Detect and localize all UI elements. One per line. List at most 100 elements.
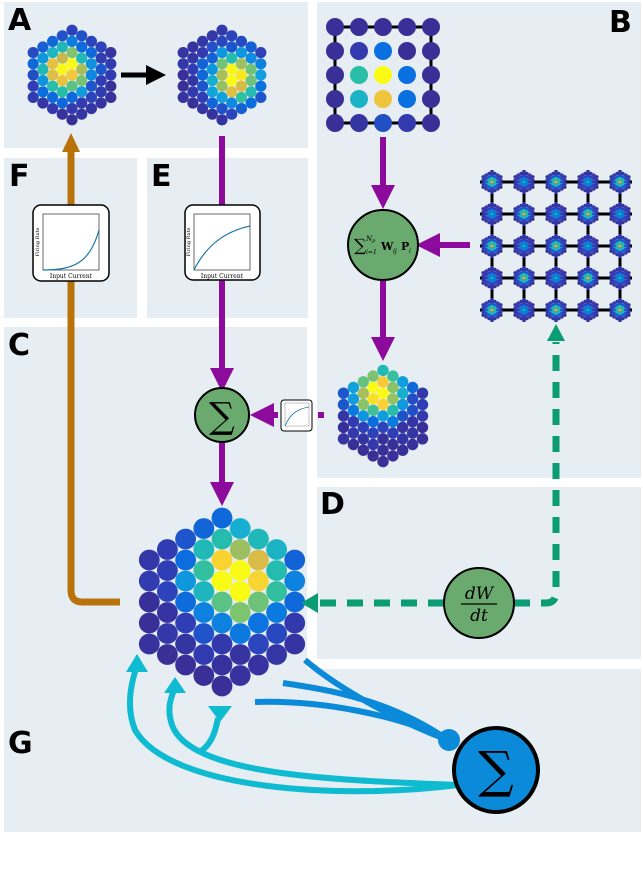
tile-neuron (548, 315, 552, 319)
neuron (211, 549, 233, 571)
neuron (416, 433, 429, 445)
tile-neuron (624, 276, 628, 280)
tile-neuron (551, 313, 555, 317)
tile-neuron (612, 187, 616, 191)
tile-neuron (496, 283, 500, 287)
tile-neuron (615, 242, 619, 247)
tile-neuron (522, 266, 526, 270)
tile-neuron (612, 180, 616, 184)
neuron (76, 86, 88, 98)
neuron (177, 58, 189, 70)
neuron (197, 91, 209, 103)
tile-neuron (589, 306, 593, 311)
tile-neuron (513, 210, 517, 215)
tile-neuron (487, 274, 491, 279)
tile-neuron (516, 183, 520, 188)
tile-neuron (484, 283, 488, 287)
neuron (226, 41, 238, 53)
hex-tile-array (480, 170, 632, 323)
neuron (187, 63, 199, 75)
neuron (248, 612, 269, 634)
tile-neuron (481, 242, 486, 247)
tile-neuron (490, 286, 494, 291)
tile-neuron (490, 308, 494, 312)
neuron (95, 52, 107, 64)
tile-neuron (513, 239, 517, 243)
tile-neuron (589, 309, 593, 314)
tile-neuron (548, 244, 552, 248)
neuron (357, 444, 369, 456)
tile-neuron (493, 252, 497, 257)
neuron (157, 602, 178, 623)
tile-neuron (554, 222, 558, 226)
neuron (387, 404, 399, 416)
tile-neuron (499, 185, 503, 189)
tile-neuron (621, 220, 625, 225)
tile-neuron (528, 240, 532, 245)
tile-neuron (583, 303, 587, 307)
tile-neuron (548, 173, 552, 177)
tile-neuron (615, 303, 619, 307)
tile-neuron (531, 239, 535, 243)
tile-neuron (513, 175, 517, 179)
tile-neuron (522, 244, 526, 248)
tile-neuron (496, 311, 500, 316)
neuron (367, 438, 379, 451)
tile-neuron (493, 213, 497, 218)
tile-neuron (609, 309, 613, 314)
tile-neuron (583, 313, 587, 317)
tile-neuron (589, 235, 593, 240)
tile-neuron (624, 237, 628, 241)
tile-neuron (519, 313, 523, 317)
tile-neuron (531, 181, 535, 186)
tile-neuron (609, 185, 613, 189)
tile-neuron (589, 239, 593, 243)
tile-neuron (580, 183, 584, 188)
tile-neuron (490, 244, 494, 248)
tile-neuron (618, 240, 622, 245)
tile-neuron (548, 247, 552, 252)
input-cell (398, 66, 416, 84)
tile-neuron (624, 251, 628, 255)
tile-neuron (548, 311, 552, 316)
tile-neuron (519, 239, 523, 243)
neuron (245, 52, 257, 64)
tile-neuron (531, 277, 535, 282)
tile-neuron (563, 245, 567, 250)
tile-neuron (621, 203, 625, 208)
tile-neuron (595, 303, 599, 307)
tile-neuron (624, 173, 628, 177)
tile-neuron (499, 303, 503, 307)
neuron (245, 86, 257, 98)
neuron (138, 633, 160, 655)
tile-neuron (551, 235, 555, 240)
tile-neuron (545, 309, 549, 314)
neuron (211, 570, 233, 592)
tile-neuron (589, 284, 593, 289)
tile-neuron (481, 178, 486, 183)
tile-neuron (621, 309, 625, 314)
neuron (337, 398, 350, 411)
tile-neuron (560, 315, 564, 319)
neuron (197, 80, 209, 92)
neuron (416, 410, 429, 422)
tile-neuron (557, 242, 561, 247)
tile-neuron (586, 318, 590, 323)
sum-symbol-g: ∑ (478, 741, 514, 799)
tile-neuron (592, 208, 596, 213)
tile-neuron (557, 239, 561, 243)
tile-neuron (493, 249, 497, 253)
tile-neuron (580, 272, 584, 277)
hex-map-a-right (177, 24, 267, 126)
tile-neuron (621, 277, 625, 282)
tile-neuron (580, 208, 584, 213)
neuron (248, 654, 269, 676)
neuron (406, 381, 419, 394)
tile-neuron (519, 207, 523, 211)
transfer-plot-e: Input Current Firing Rate (184, 204, 261, 281)
tile-neuron (499, 277, 503, 282)
neuron (406, 393, 419, 405)
tile-neuron (551, 271, 555, 275)
tile-neuron (496, 183, 500, 188)
tile-neuron (522, 205, 526, 209)
